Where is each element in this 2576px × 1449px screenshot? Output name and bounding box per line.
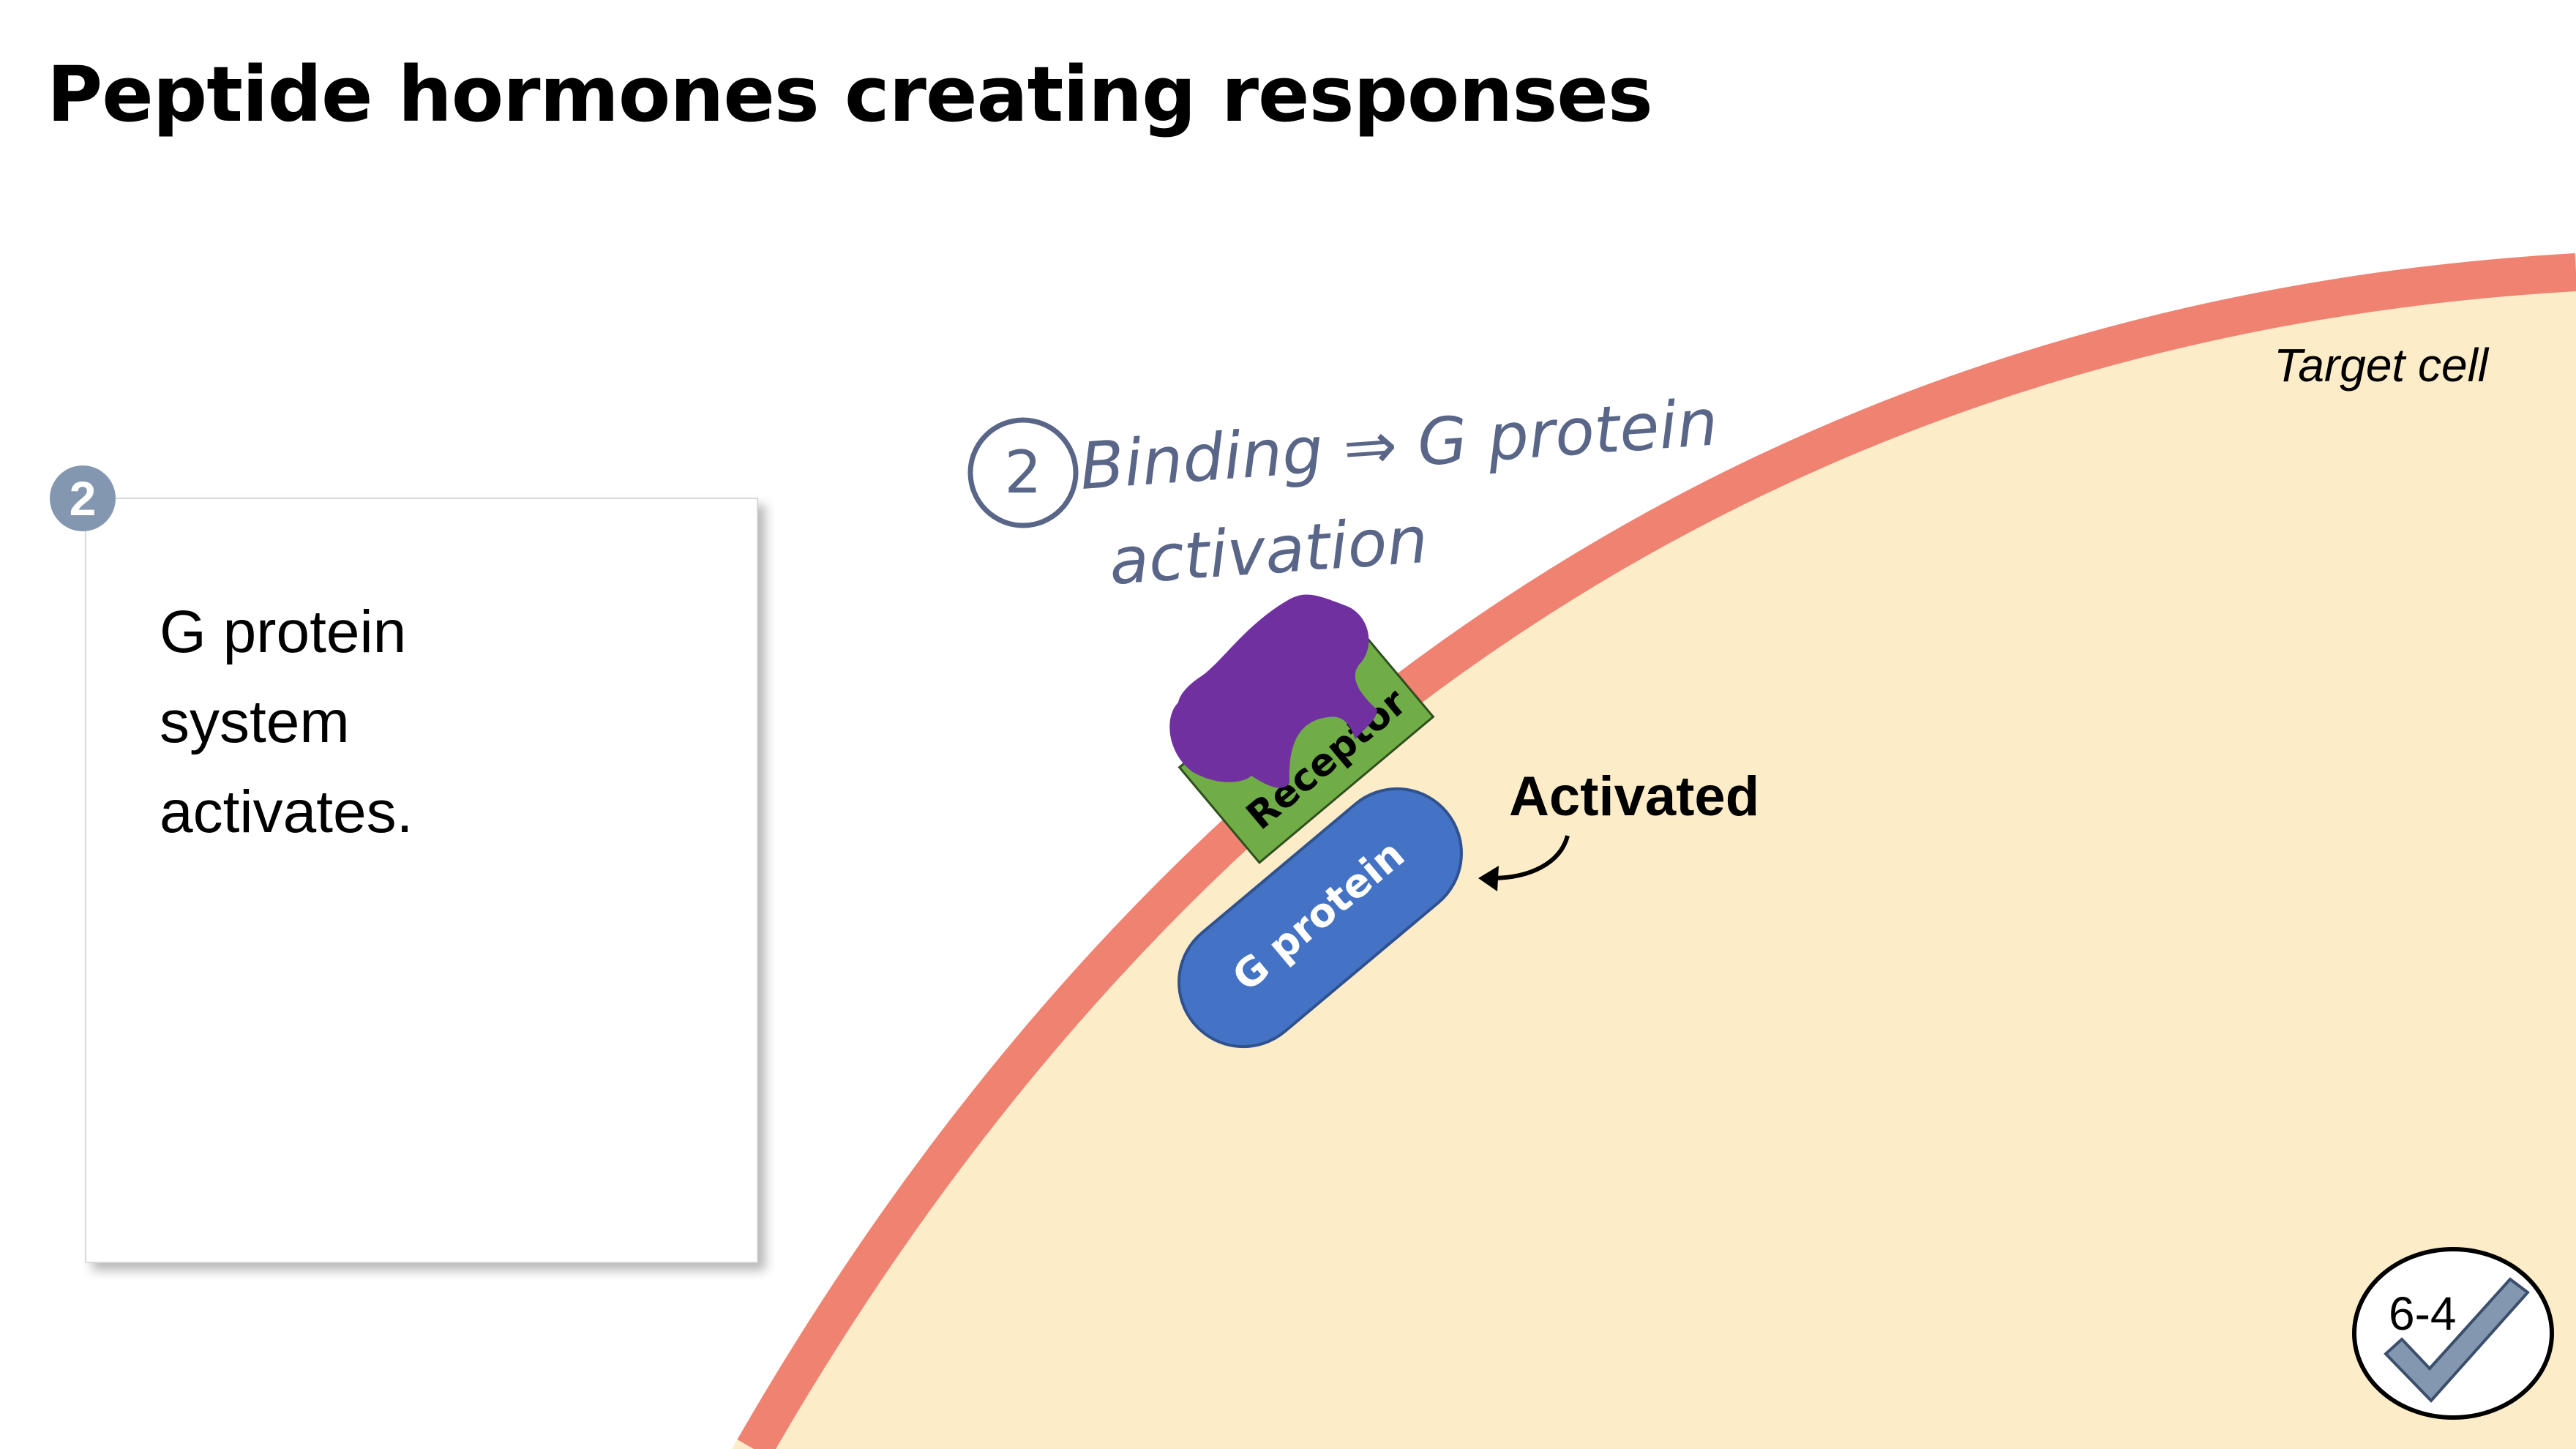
progress-code: 6-4 — [2389, 1287, 2457, 1340]
cell-cytoplasm — [732, 253, 2576, 1449]
step-card: G protein system activates. — [85, 498, 758, 1263]
progress-badge: 6-4 — [2351, 1244, 2557, 1424]
handwritten-step-number: 2 — [1005, 438, 1042, 506]
handwritten-step-circle — [967, 417, 1079, 528]
activated-label: Activated — [1509, 765, 1760, 828]
checkmark-icon — [2352, 1247, 2554, 1420]
circle-number-icon: 2 — [69, 471, 97, 525]
handwritten-line-1: Binding ⇒ G protein — [1077, 384, 1720, 504]
target-cell-label: Target cell — [2274, 339, 2488, 392]
cell-membrane — [737, 253, 2576, 1449]
slide-title: Peptide hormones creating responses — [47, 50, 1653, 139]
curved-arrow-icon — [1478, 835, 1570, 891]
step-number-badge: 2 — [50, 465, 116, 531]
step-description: G protein system activates. — [160, 599, 413, 845]
peptide-hormone — [1169, 594, 1377, 788]
handwritten-line-2: activation — [1107, 502, 1430, 599]
